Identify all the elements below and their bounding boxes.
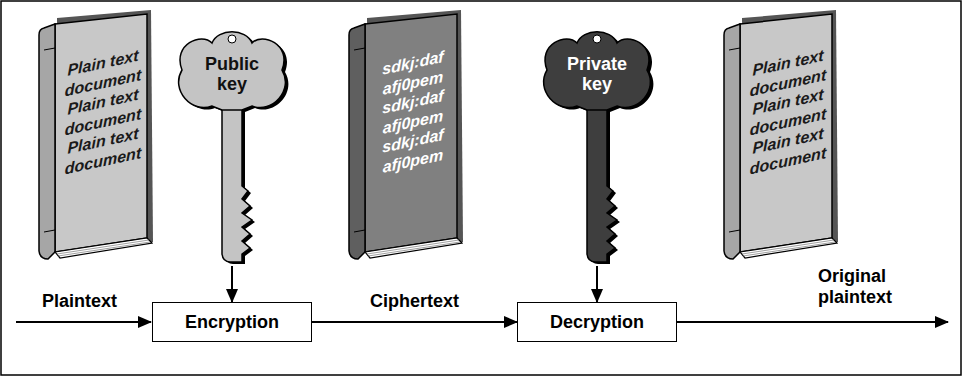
process-box: Encryption [152,302,312,342]
key-icon: Private key [537,28,657,264]
key-label: Public key [192,54,272,94]
flow-label: Plaintext [42,291,117,312]
book-icon: Plain text document Plain text document … [720,10,840,260]
arrow-connector [231,266,233,302]
book-text: Plain text document Plain text document … [62,45,144,180]
book-icon: sdkj:daf afj0pem sdkj:daf afj0pem sdkj:d… [345,10,465,260]
output-arrow [676,321,948,323]
box-label: Decryption [550,312,644,333]
book-text: sdkj:daf afj0pem sdkj:daf afj0pem sdkj:d… [372,45,454,180]
process-box: Decryption [517,302,677,342]
key-label: Private key [557,54,637,94]
edge-label: Ciphertext [370,291,459,312]
book-text: Plain text document Plain text document … [747,45,829,180]
key-icon: Public key [172,28,292,264]
flow-label: Original plaintext [818,266,910,307]
arrow-connector [312,321,517,323]
book-icon: Plain text document Plain text document … [35,10,155,260]
input-arrow [16,321,151,323]
arrow-connector [596,266,598,302]
box-label: Encryption [185,312,279,333]
